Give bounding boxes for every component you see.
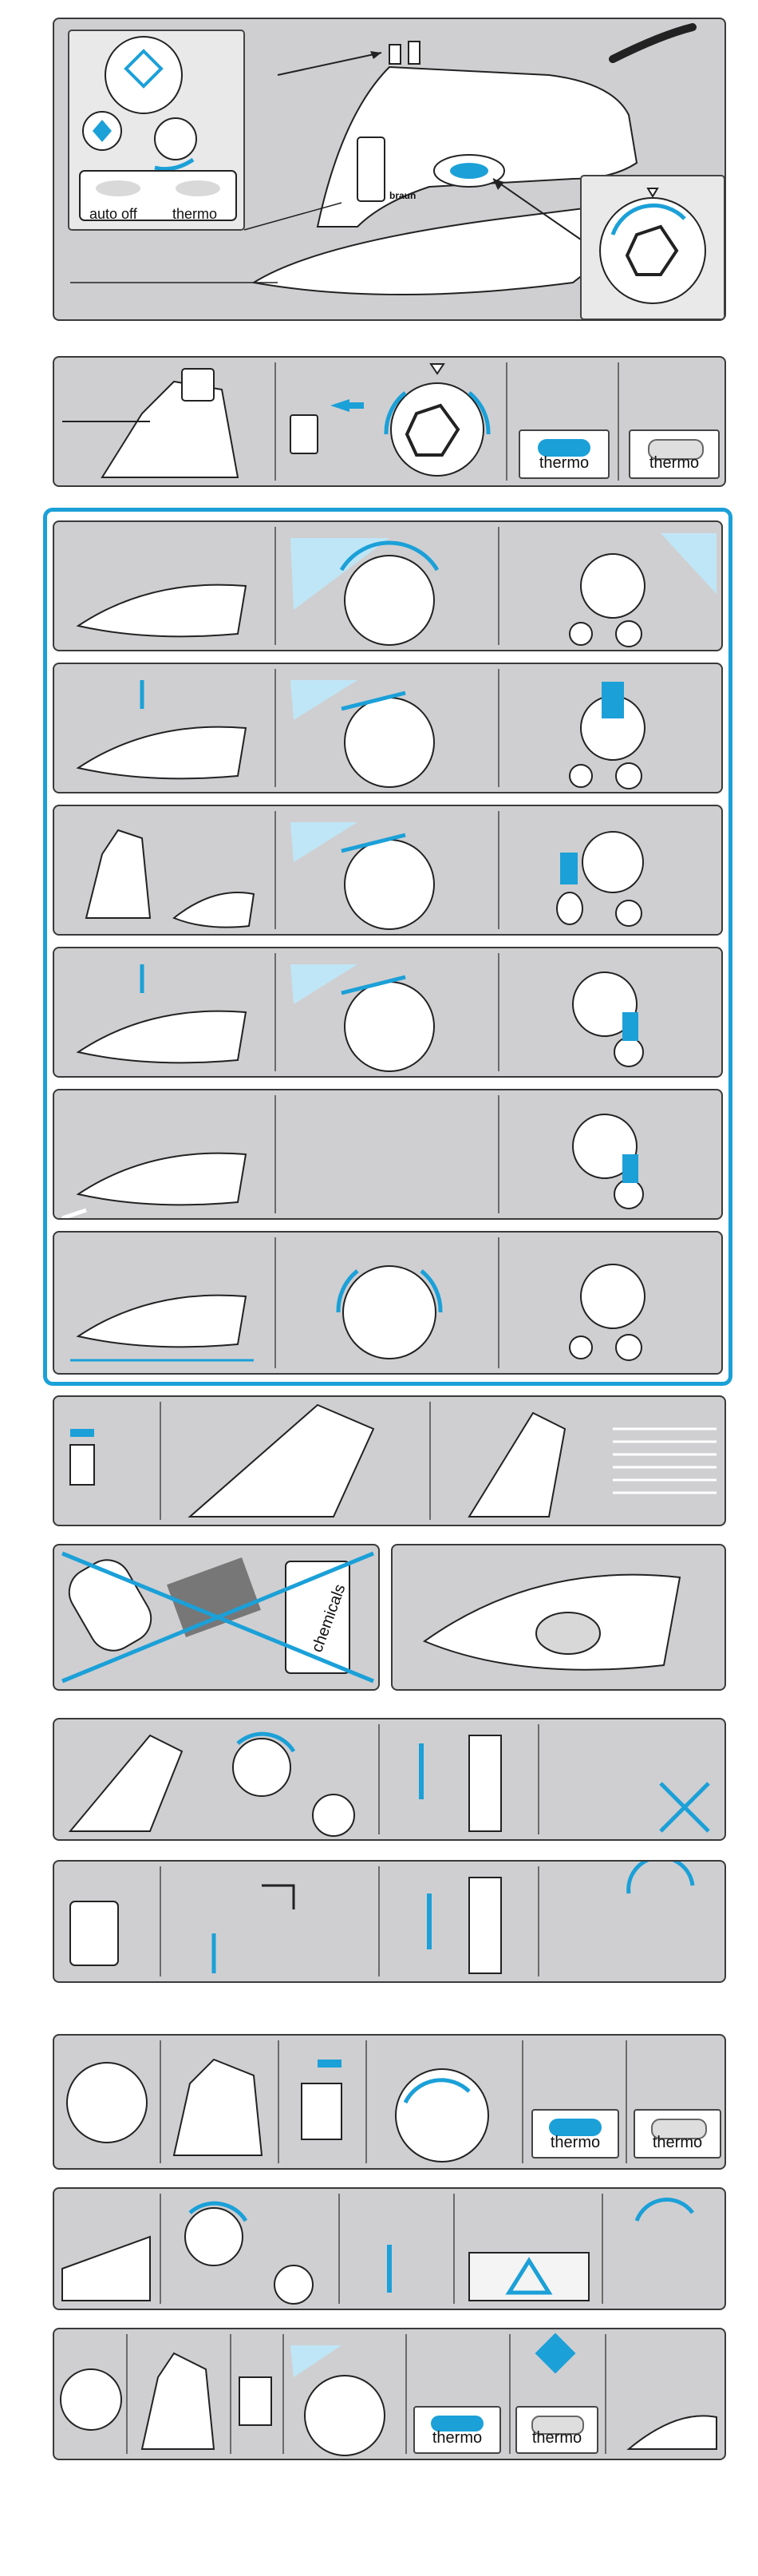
iron-icon [86,830,150,918]
panel-final-sequence: thermo thermo [53,2328,726,2460]
thermo-indicator-off: thermo [634,2109,721,2159]
row-shot-of-steam [53,947,723,1078]
socket-icon [239,2377,271,2425]
row-dry-ironing [53,520,723,651]
thermo-indicator-on: thermo [519,429,610,479]
arrow-icon [637,2200,693,2221]
iron-icon [78,1296,246,1347]
iron-icon [174,2060,262,2155]
temperature-dial-icon [105,37,182,113]
steam-shot-icon [155,118,196,160]
iron-icon [70,1735,182,1831]
panel-preparation: thermo thermo [53,356,726,487]
thermo-indicator-on: thermo [413,2406,501,2454]
thermo-label: thermo [172,206,217,223]
preparation-illustration [54,358,726,487]
temperature-dial-icon [343,1266,436,1359]
panel-refill-sequence: thermo thermo [53,2034,726,2170]
arrow-icon [622,1154,638,1183]
thermo-indicator-on: thermo [531,2109,619,2159]
iron-icon [190,1405,373,1517]
temperature-dial-icon [600,198,705,303]
temperature-dial-icon [345,556,434,645]
auto-off-label: auto off [89,206,137,223]
panel-overview: auto off thermo braun [53,18,726,321]
row-anti-drip [53,1231,723,1375]
anti-calc-valve-icon [233,1739,290,1796]
iron-icon [629,2416,717,2449]
arrow-icon [318,2060,341,2068]
arrow-icon [622,1012,638,1041]
arrow-icon [330,399,349,412]
iron-icon [78,585,246,637]
arrow-icon [602,682,624,718]
temperature-dial-icon [345,840,434,929]
anti-calc-valve-icon [61,2369,121,2430]
temperature-dial-icon [305,2376,385,2455]
socket-icon [302,2083,341,2139]
tap-water-icon [262,1886,294,1909]
temperature-dial-icon [581,554,645,618]
iron-icon [78,1011,246,1063]
arrow-icon [629,1860,693,1893]
anti-calc-valve-icon [67,2063,147,2143]
iron-icon [102,382,238,477]
spray-button-icon [560,853,578,884]
steam-shot-icon [535,2333,576,2374]
socket-icon [290,415,318,453]
thermo-indicator-off: thermo [629,429,720,479]
water-drop-icon [70,1901,118,1965]
arrow-icon [70,1429,94,1437]
temperature-dial-icon [391,383,484,476]
panel-descaling-2 [53,1860,726,1983]
anti-calc-valve-icon [185,2208,243,2265]
panel-no-chemicals: chemicals [53,1544,380,1691]
stacked-lines [613,1429,717,1493]
iron-icon [78,727,246,779]
row-vertical-steam [53,1089,723,1220]
steam-shot-icon [614,1038,643,1066]
iron-icon [469,1413,565,1517]
temperature-dial-icon [345,982,434,1071]
temperature-dial-icon [396,2069,488,2162]
socket-icon [70,1445,94,1485]
brand-label: braun [389,190,416,201]
temperature-dial-icon [345,698,434,787]
iron-icon [142,2353,214,2449]
panel-soleplate-cleaning [391,1544,726,1691]
iron-icon [62,2237,150,2301]
panel-after-ironing [53,1395,726,1526]
panel-descaling-1 [53,1718,726,1841]
iron-icon [174,892,254,928]
row-spray [53,805,723,936]
row-steam-ironing [53,663,723,793]
steam-shot-icon [614,1180,643,1209]
iron-overview-illustration [54,19,726,321]
iron-icon [78,1153,246,1205]
panel-self-clean-sequence [53,2187,726,2310]
thermo-indicator-off: thermo [515,2406,598,2454]
